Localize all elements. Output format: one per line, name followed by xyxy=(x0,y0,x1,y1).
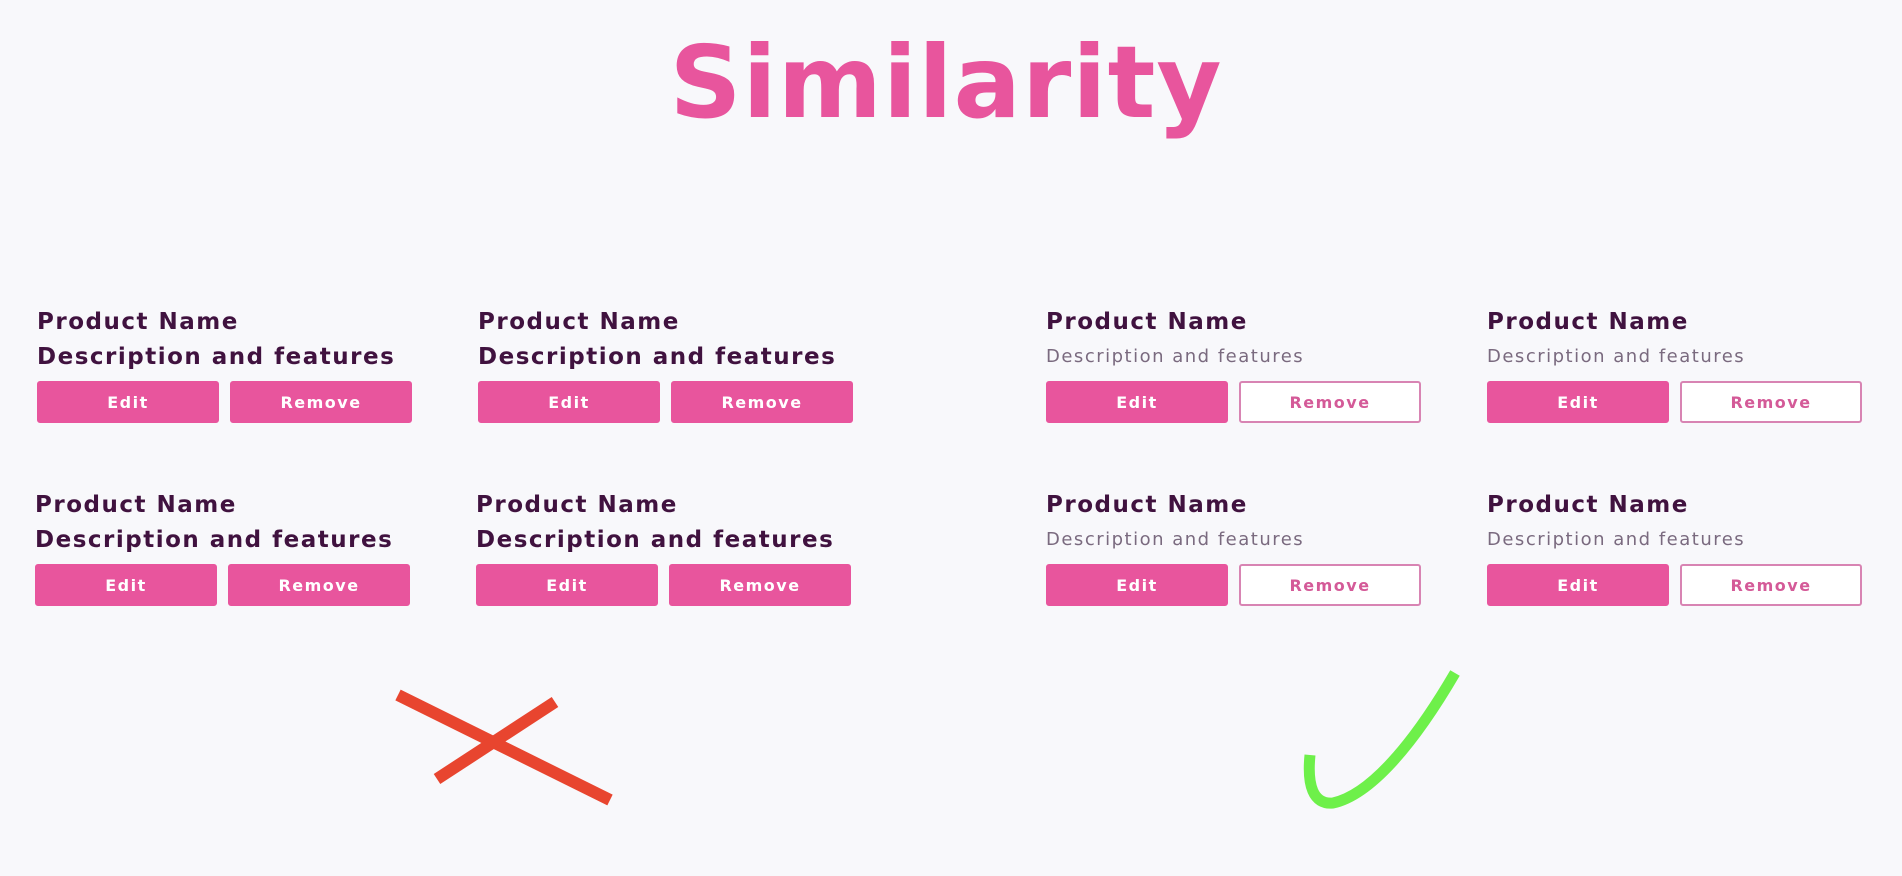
remove-button[interactable]: Remove xyxy=(1680,564,1862,606)
product-card-good-4: Product Name Description and features Ed… xyxy=(1487,490,1867,606)
product-name: Product Name xyxy=(35,492,237,518)
product-card-good-3: Product Name Description and features Ed… xyxy=(1046,490,1426,606)
remove-button[interactable]: Remove xyxy=(1239,564,1421,606)
product-name: Product Name xyxy=(478,309,680,335)
product-description: Description and features xyxy=(37,344,396,370)
product-description: Description and features xyxy=(1487,346,1746,367)
cross-mark-icon xyxy=(395,689,613,806)
product-name: Product Name xyxy=(1487,309,1689,335)
product-card-bad-4: Product Name Description and features Ed… xyxy=(476,490,856,606)
remove-button[interactable]: Remove xyxy=(1680,381,1862,423)
product-description: Description and features xyxy=(35,527,394,553)
product-name: Product Name xyxy=(1046,492,1248,518)
edit-button[interactable]: Edit xyxy=(1487,381,1669,423)
remove-button[interactable]: Remove xyxy=(1239,381,1421,423)
product-description: Description and features xyxy=(1487,529,1746,550)
edit-button[interactable]: Edit xyxy=(1487,564,1669,606)
edit-button[interactable]: Edit xyxy=(1046,564,1228,606)
remove-button[interactable]: Remove xyxy=(228,564,410,606)
edit-button[interactable]: Edit xyxy=(37,381,219,423)
check-mark-icon xyxy=(1303,670,1460,809)
product-description: Description and features xyxy=(1046,529,1305,550)
product-name: Product Name xyxy=(37,309,239,335)
edit-button[interactable]: Edit xyxy=(478,381,660,423)
remove-button[interactable]: Remove xyxy=(669,564,851,606)
page-title: Similarity xyxy=(669,24,1223,141)
product-name: Product Name xyxy=(476,492,678,518)
product-description: Description and features xyxy=(476,527,835,553)
edit-button[interactable]: Edit xyxy=(476,564,658,606)
product-card-good-1: Product Name Description and features Ed… xyxy=(1046,307,1426,423)
edit-button[interactable]: Edit xyxy=(35,564,217,606)
product-card-bad-3: Product Name Description and features Ed… xyxy=(35,490,415,606)
remove-button[interactable]: Remove xyxy=(230,381,412,423)
product-card-bad-1: Product Name Description and features Ed… xyxy=(37,307,417,423)
product-description: Description and features xyxy=(1046,346,1305,367)
product-name: Product Name xyxy=(1487,492,1689,518)
remove-button[interactable]: Remove xyxy=(671,381,853,423)
product-card-bad-2: Product Name Description and features Ed… xyxy=(478,307,858,423)
product-description: Description and features xyxy=(478,344,837,370)
product-card-good-2: Product Name Description and features Ed… xyxy=(1487,307,1867,423)
edit-button[interactable]: Edit xyxy=(1046,381,1228,423)
product-name: Product Name xyxy=(1046,309,1248,335)
